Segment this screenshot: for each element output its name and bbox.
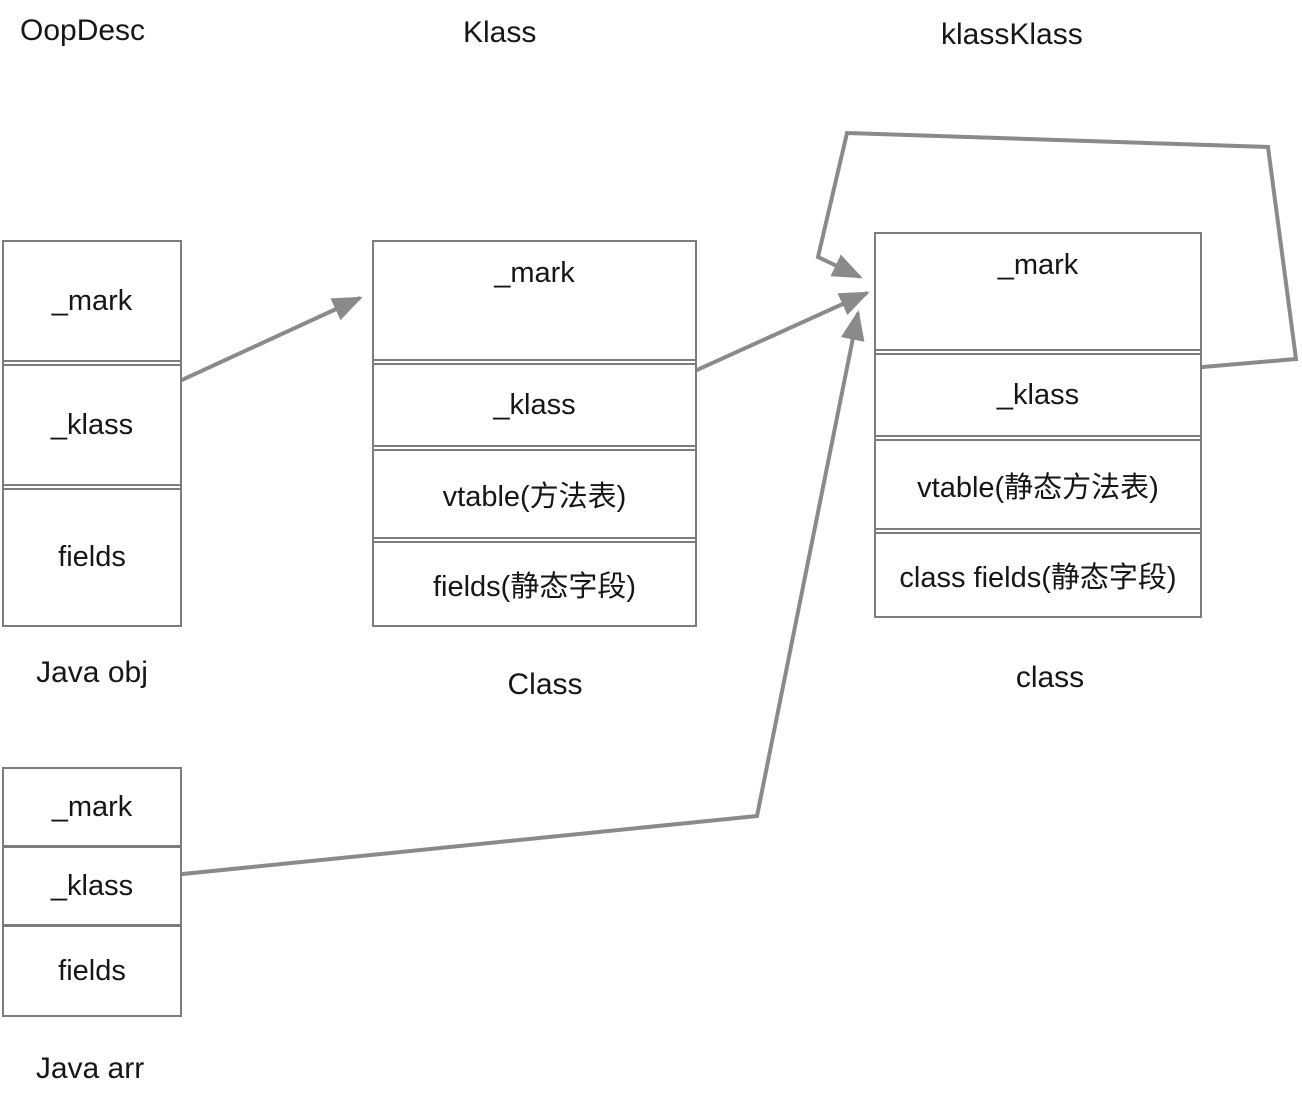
divider <box>4 484 180 490</box>
title-klassklass: klassKlass <box>941 18 1083 51</box>
class-row-vtable: vtable(方法表) <box>442 481 627 513</box>
class-row-klass: _klass <box>493 388 576 421</box>
java-arr-row-fields: fields <box>58 954 126 987</box>
divider <box>876 349 1200 355</box>
caption-klassklass: class <box>1015 661 1085 694</box>
divider <box>876 435 1200 441</box>
klassklass-row-fields: class fields(静态字段) <box>899 562 1177 594</box>
caption-java-obj: Java obj <box>36 656 148 689</box>
class-row-mark: _mark <box>494 257 575 289</box>
title-oopdesc: OopDesc <box>20 14 146 47</box>
caption-class: Class <box>507 668 583 701</box>
klassklass-row-klass: _klass <box>996 378 1080 411</box>
java-obj-row-fields: fields <box>58 541 126 573</box>
class-box: _mark _klass vtable(方法表) fields(静态字段) <box>372 240 697 627</box>
divider <box>374 537 695 543</box>
java-arr-row-klass: _klass <box>50 869 134 902</box>
divider <box>4 845 180 848</box>
java-obj-row-mark: _mark <box>51 284 133 317</box>
java-arr-box: _mark _klass fields <box>2 767 182 1017</box>
divider <box>4 360 180 366</box>
divider <box>374 445 695 451</box>
caption-java-arr: Java arr <box>35 1052 145 1085</box>
class-row-fields: fields(静态字段) <box>432 571 636 603</box>
klassklass-row-mark: _mark <box>997 249 1079 281</box>
java-arr-row-mark: _mark <box>51 790 133 823</box>
java-obj-box: _mark _klass fields <box>2 240 182 627</box>
klassklass-row-vtable: vtable(静态方法表) <box>917 471 1159 504</box>
java-obj-row-klass: _klass <box>50 408 134 441</box>
divider <box>876 528 1200 534</box>
title-klass: Klass <box>463 16 537 49</box>
klassklass-box: _mark _klass vtable(静态方法表) class fields(… <box>874 232 1202 618</box>
divider <box>374 359 695 365</box>
divider <box>4 924 180 927</box>
